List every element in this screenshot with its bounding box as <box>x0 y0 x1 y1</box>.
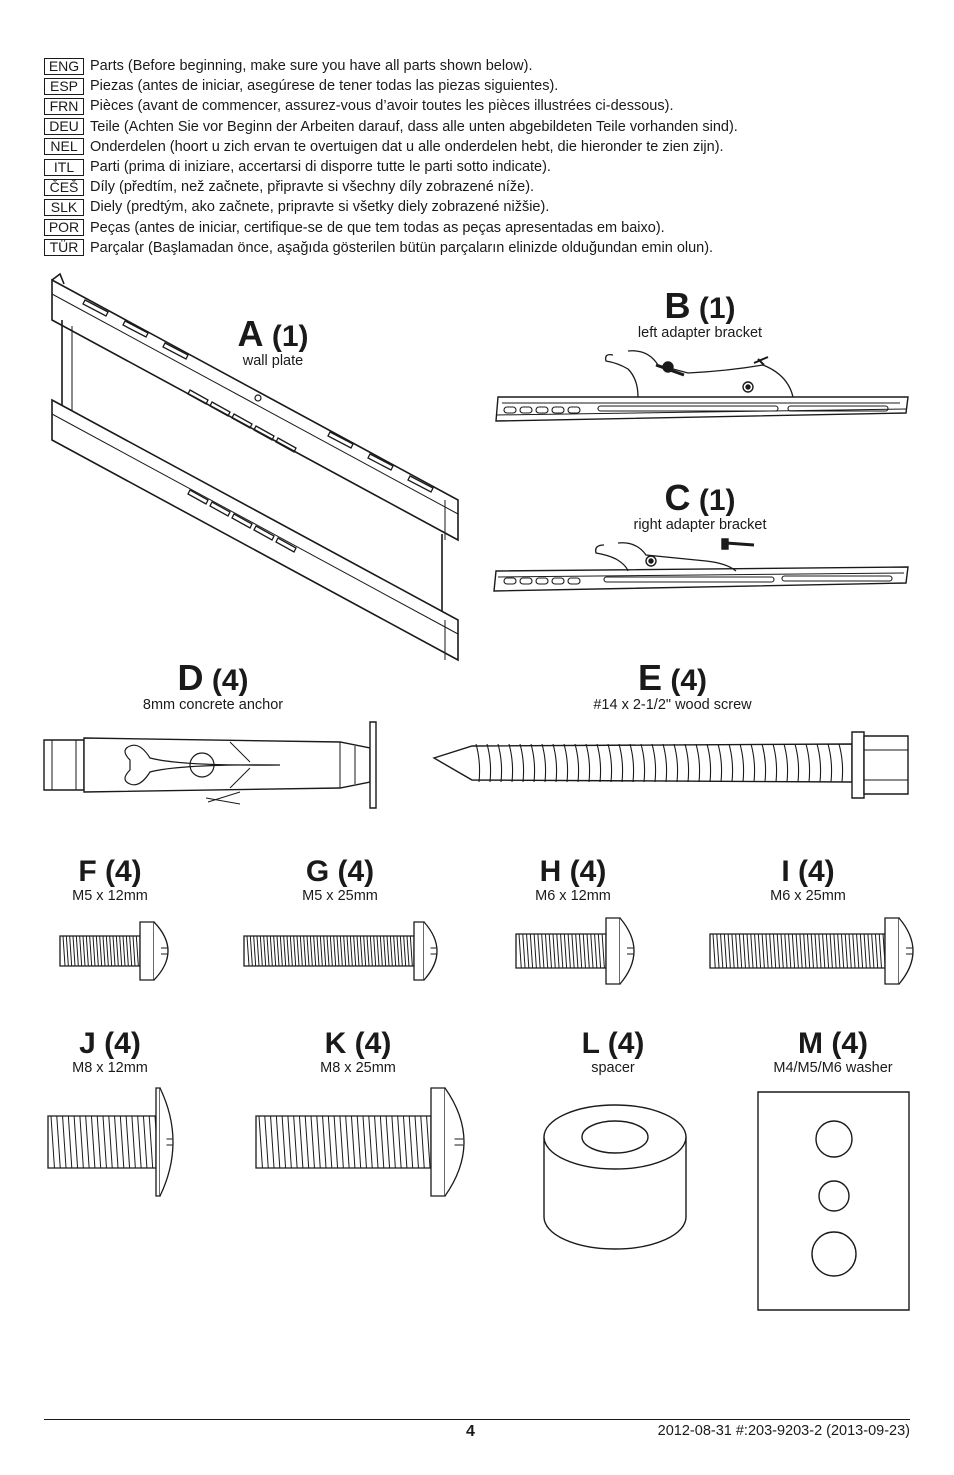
lang-code: TÜR <box>44 239 84 257</box>
lang-row-slk: SLK Diely (predtým, ako začnete, priprav… <box>44 197 924 217</box>
part-d-label: D (4) 8mm concrete anchor <box>110 660 316 714</box>
washer-m6 <box>812 1232 856 1276</box>
part-desc: M8 x 25mm <box>320 1060 396 1076</box>
lang-row-nel: NEL Onderdelen (hoort u zich ervan te ov… <box>44 137 924 157</box>
part-b-label: B (1) left adapter bracket <box>600 288 800 342</box>
part-label: I (4) <box>781 855 835 888</box>
lang-row-tur: TÜR Parçalar (Başlamadan önce, aşağıda g… <box>44 238 924 258</box>
part-label: G (4) <box>305 855 375 888</box>
lang-text: Diely (predtým, ako začnete, pripravte s… <box>90 199 550 216</box>
right-adapter-bracket-drawing <box>486 535 911 597</box>
part-qty: (1) <box>698 484 736 517</box>
concrete-anchor-drawing <box>40 718 385 813</box>
part-letter: A <box>237 313 264 354</box>
lang-row-esp: ESP Piezas (antes de iniciar, asegúrese … <box>44 76 924 96</box>
m5x25-screw-drawing <box>240 920 440 982</box>
part-desc: wall plate <box>242 353 304 369</box>
lang-code: DEU <box>44 118 84 136</box>
lang-code: SLK <box>44 198 84 216</box>
part-desc: 8mm concrete anchor <box>142 697 284 713</box>
part-desc: M8 x 12mm <box>72 1060 148 1076</box>
part-desc: spacer <box>591 1060 635 1076</box>
m6x12-screw-drawing <box>512 916 637 986</box>
lang-code: POR <box>44 219 84 237</box>
wood-screw-drawing <box>432 724 912 806</box>
m8x12-screw-drawing <box>44 1086 176 1198</box>
part-m-label: M (4) M4/M5/M6 washer <box>753 1027 913 1077</box>
part-desc: left adapter bracket <box>637 325 763 341</box>
part-label: L (4) <box>581 1027 645 1060</box>
lang-text: Parts (Before beginning, make sure you h… <box>90 58 533 75</box>
lang-row-deu: DEU Teile (Achten Sie vor Beginn der Arb… <box>44 117 924 137</box>
lang-code: NEL <box>44 138 84 156</box>
lang-row-ces: ČEŠ Díly (předtím, než začnete, připravt… <box>44 177 924 197</box>
spacer-drawing <box>540 1103 690 1253</box>
lang-code: ITL <box>44 158 84 176</box>
lang-text: Parti (prima di iniziare, accertarsi di … <box>90 159 551 176</box>
part-desc: right adapter bracket <box>633 517 767 533</box>
part-desc: M5 x 12mm <box>72 888 148 904</box>
washer-m4 <box>816 1121 852 1157</box>
language-list: ENG Parts (Before beginning, make sure y… <box>44 56 924 258</box>
m8x25-screw-drawing <box>252 1086 467 1198</box>
part-desc: M5 x 25mm <box>302 888 378 904</box>
footer-rule <box>44 1419 910 1420</box>
washer-m5 <box>819 1181 849 1211</box>
part-qty: (4) <box>670 664 708 697</box>
lang-text: Díly (předtím, než začnete, připravte si… <box>90 179 535 196</box>
part-c-label: C (1) right adapter bracket <box>600 480 800 534</box>
part-letter: E <box>637 657 662 698</box>
document-id: 2012-08-31 #:203-9203-2 (2013-09-23) <box>657 1423 910 1439</box>
part-i-label: I (4) M6 x 25mm <box>738 855 878 905</box>
part-desc: M6 x 25mm <box>770 888 846 904</box>
lang-text: Parçalar (Başlamadan önce, aşağıda göste… <box>90 239 714 256</box>
m6x25-screw-drawing <box>706 916 916 986</box>
lang-row-por: POR Peças (antes de iniciar, certifique-… <box>44 218 924 238</box>
part-letter: B <box>664 285 691 326</box>
part-label: J (4) <box>79 1027 141 1060</box>
wall-plate-drawing <box>40 272 465 662</box>
part-label: H (4) <box>539 855 607 888</box>
part-letter: C <box>664 477 691 518</box>
lang-code: FRN <box>44 97 84 115</box>
part-l-label: L (4) spacer <box>543 1027 683 1077</box>
lang-text: Teile (Achten Sie vor Beginn der Arbeite… <box>90 118 738 135</box>
left-adapter-bracket-drawing <box>488 345 913 425</box>
part-f-label: F (4) M5 x 12mm <box>40 855 180 905</box>
part-label: M (4) <box>798 1027 868 1060</box>
lang-text: Peças (antes de iniciar, certifique-se d… <box>90 219 665 236</box>
page-number: 4 <box>466 1423 475 1440</box>
part-a-label: A (1) wall plate <box>228 316 318 370</box>
part-j-label: J (4) M8 x 12mm <box>40 1027 180 1077</box>
part-label: F (4) <box>78 855 142 888</box>
lang-row-frn: FRN Pièces (avant de commencer, assurez-… <box>44 96 924 116</box>
lang-code: ENG <box>44 57 84 75</box>
lang-row-eng: ENG Parts (Before beginning, make sure y… <box>44 56 924 76</box>
lang-text: Onderdelen (hoort u zich ervan te overtu… <box>90 138 724 155</box>
part-desc: #14 x 2-1/2" wood screw <box>593 697 752 713</box>
part-e-label: E (4) #14 x 2-1/2" wood screw <box>555 660 790 714</box>
lang-row-itl: ITL Parti (prima di iniziare, accertarsi… <box>44 157 924 177</box>
part-qty: (4) <box>211 664 249 697</box>
part-h-label: H (4) M6 x 12mm <box>503 855 643 905</box>
part-letter: D <box>177 657 204 698</box>
lang-code: ESP <box>44 77 84 95</box>
part-k-label: K (4) M8 x 25mm <box>288 1027 428 1077</box>
lang-text: Piezas (antes de iniciar, asegúrese de t… <box>90 78 559 95</box>
part-desc: M4/M5/M6 washer <box>773 1060 893 1076</box>
part-qty: (1) <box>698 292 736 325</box>
part-g-label: G (4) M5 x 25mm <box>270 855 410 905</box>
lang-code: ČEŠ <box>44 178 84 196</box>
part-qty: (1) <box>271 320 309 353</box>
washer-card-drawing <box>757 1091 911 1312</box>
part-label: K (4) <box>324 1027 392 1060</box>
lang-text: Pièces (avant de commencer, assurez-vous… <box>90 98 674 115</box>
part-desc: M6 x 12mm <box>535 888 611 904</box>
m5x12-screw-drawing <box>56 920 171 982</box>
